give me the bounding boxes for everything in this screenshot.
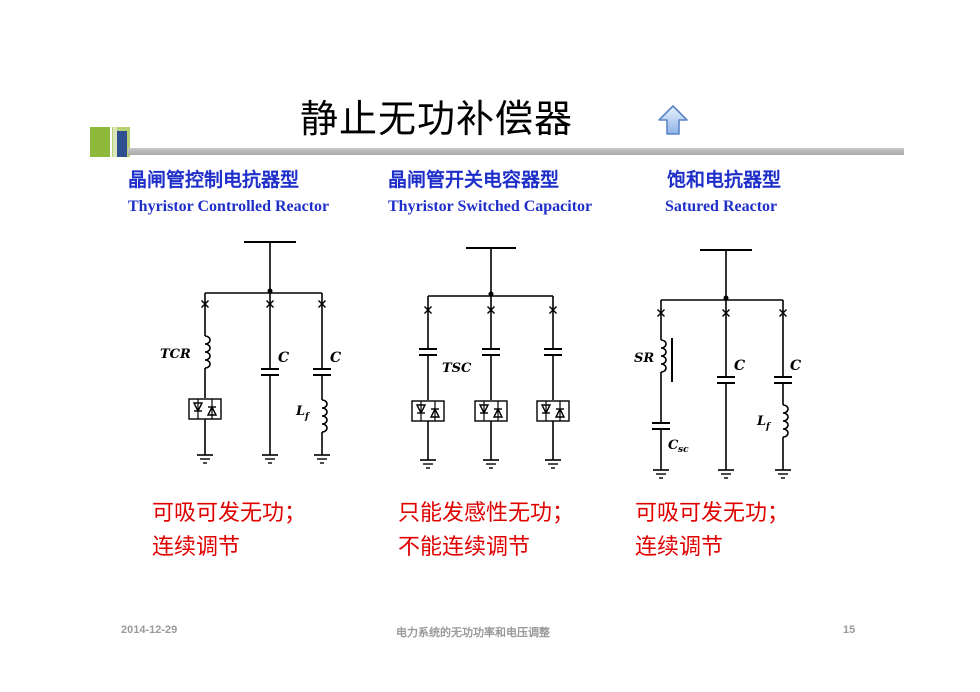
- note-sr-line1: 可吸可发无功；: [635, 501, 790, 526]
- note-sr-line2: 连续调节: [635, 535, 724, 560]
- note-tcr: 可吸可发无功； 连续调节: [152, 497, 306, 565]
- heading-tsc-en: Thyristor Switched Capacitor: [388, 198, 593, 215]
- heading-sr-en: Satured Reactor: [665, 198, 778, 215]
- label-tcr-lf-sub: f: [304, 412, 311, 422]
- footer-date: 2014-12-29: [121, 624, 178, 636]
- heading-tsc-cn: 晶闸管开关电容器型: [388, 169, 560, 191]
- note-tcr-line1: 可吸可发无功；: [152, 501, 307, 526]
- label-sr-lf: L: [756, 414, 766, 429]
- label-tsc: TSC: [442, 361, 472, 376]
- footer-page-number: 15: [843, 624, 856, 636]
- up-arrow-icon[interactable]: [656, 103, 690, 137]
- note-tcr-line2: 连续调节: [152, 535, 241, 560]
- diagram-tcr: TCR C C L f: [160, 241, 341, 464]
- label-sr: SR: [634, 351, 654, 366]
- heading-tcr-en: Thyristor Controlled Reactor: [128, 198, 330, 215]
- heading-sr-cn: 饱和电抗器型: [667, 169, 782, 191]
- slide-title: 静止无功补偿器: [300, 97, 574, 141]
- header-rule: [128, 148, 904, 155]
- diagram-sr: SR C sc C C L f: [634, 249, 801, 479]
- label-sr-c2: C: [790, 358, 801, 374]
- label-tcr-c2: C: [330, 350, 341, 366]
- note-tsc: 只能发感性无功； 不能连续调节: [398, 497, 574, 565]
- label-csc: C: [668, 438, 679, 453]
- label-tcr-c1: C: [278, 350, 289, 366]
- heading-tcr-cn: 晶闸管控制电抗器型: [128, 169, 300, 191]
- slide-logo-icon: [90, 127, 130, 157]
- footer-title: 电力系统的无功功率和电压调整: [396, 627, 550, 639]
- label-sr-lf-sub: f: [765, 422, 772, 432]
- note-tsc-line1: 只能发感性无功；: [398, 501, 575, 526]
- note-sr: 可吸可发无功； 连续调节: [635, 497, 789, 565]
- note-tsc-line2: 不能连续调节: [398, 535, 531, 560]
- label-csc-sub: sc: [678, 445, 689, 455]
- diagram-tsc: TSC: [411, 247, 570, 469]
- label-tcr-lf: L: [295, 404, 305, 419]
- label-sr-c1: C: [734, 358, 745, 374]
- label-tcr: TCR: [160, 347, 191, 362]
